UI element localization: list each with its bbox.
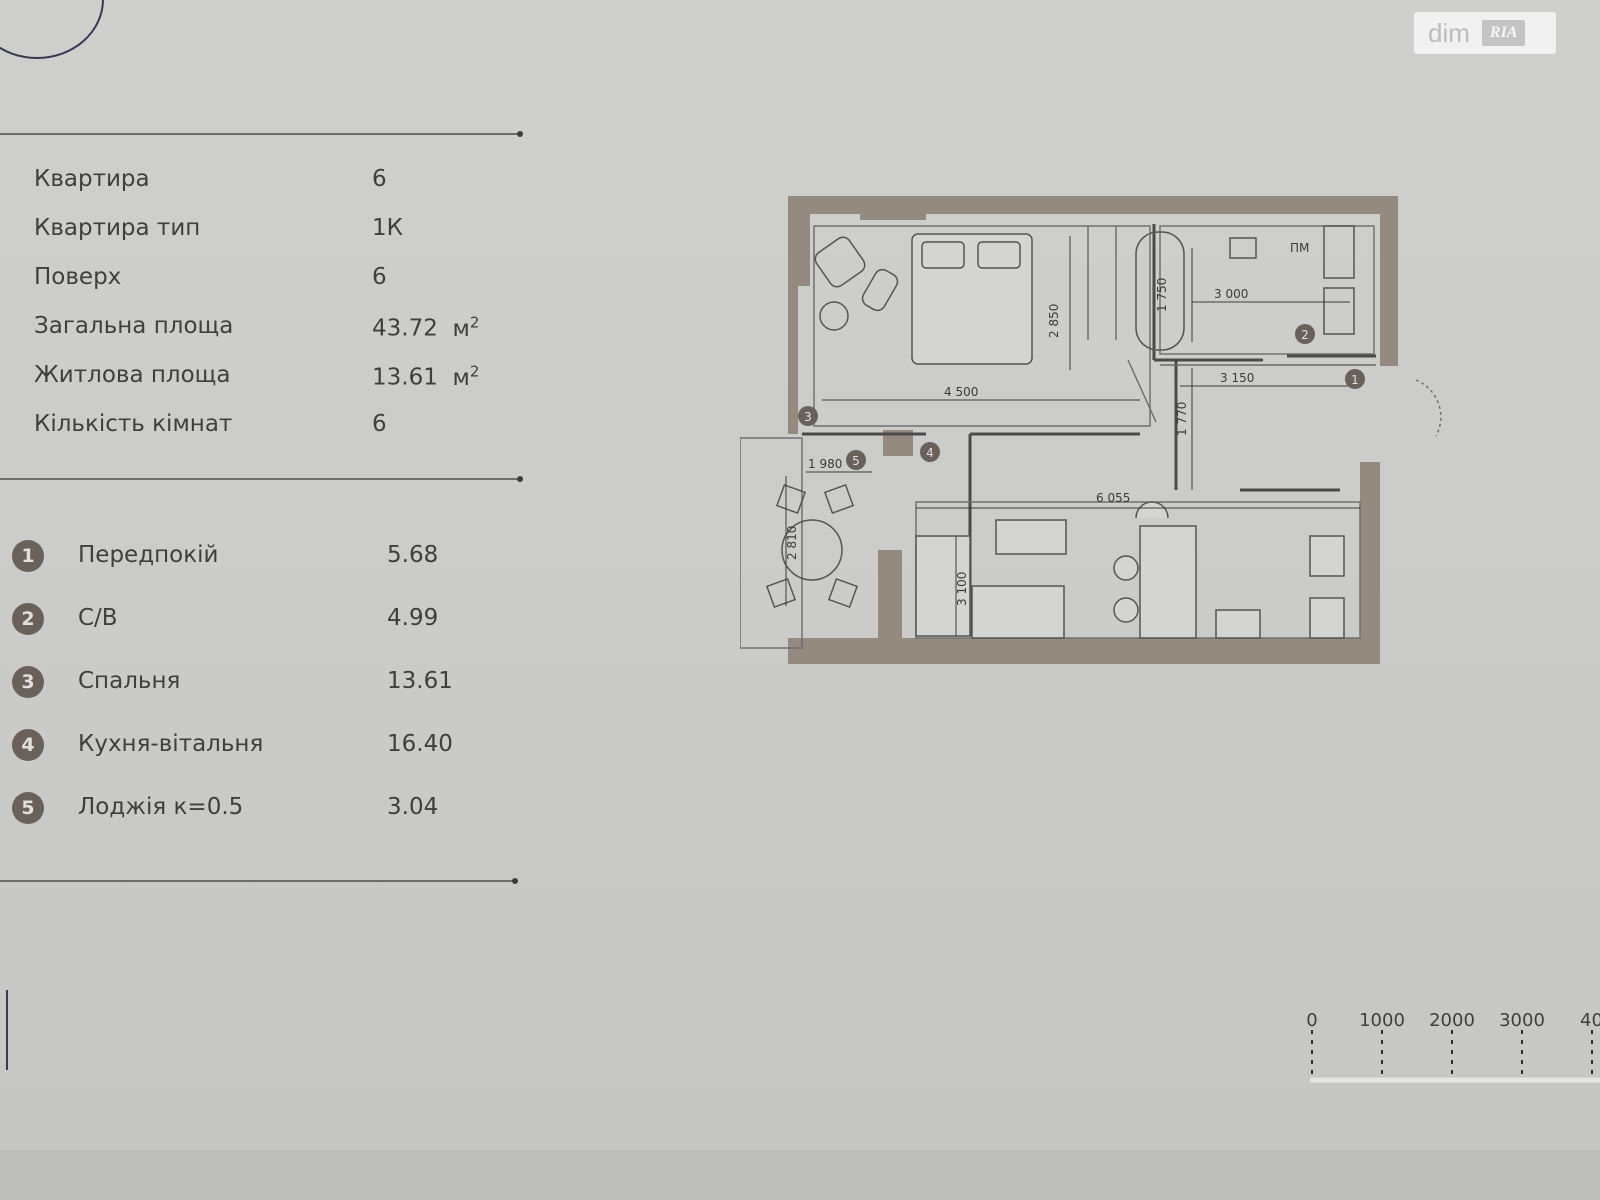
scale-label: 2000 [1429, 1010, 1475, 1031]
room-name: Передпокій [78, 542, 219, 568]
info-label: Кількість кімнат [34, 411, 233, 437]
info-value: 13.61 м2 [372, 362, 480, 391]
dim-bath-width: 3 000 [1214, 287, 1248, 301]
dim-living-depth: 3 100 [955, 572, 969, 606]
info-value: 6 [372, 264, 387, 290]
info-value: 1К [372, 215, 403, 241]
washer-label: ПМ [1290, 241, 1309, 255]
info-label: Загальна площа [34, 313, 234, 339]
dimria-watermark: dim RIA [1414, 12, 1556, 54]
info-label: Поверх [34, 264, 122, 290]
room-number-badge: 1 [12, 540, 44, 572]
edge-decoration [0, 990, 8, 1070]
dim-hall-depth: 1 770 [1175, 402, 1189, 436]
plan-linework [740, 225, 1442, 649]
floor-plan: 4 500 2 850 1 750 3 000 3 150 1 770 1 98… [740, 196, 1442, 664]
kitchen-living-furniture [915, 501, 1345, 639]
scale-label: 3000 [1499, 1010, 1545, 1031]
scale-label: 0 [1306, 1010, 1317, 1031]
room-marker-label: 1 [1351, 373, 1359, 387]
divider-bottom [0, 878, 518, 884]
loggia-table [765, 483, 859, 609]
room-marker-label: 3 [804, 410, 812, 424]
room-name: Кухня-вітальня [78, 731, 264, 757]
partitions [802, 224, 1376, 636]
info-label: Квартира [34, 166, 150, 192]
room-number-badge: 3 [12, 666, 44, 698]
room-area: 13.61 [387, 668, 453, 694]
info-label: Житлова площа [34, 362, 231, 388]
info-value: 43.72 м2 [372, 313, 480, 342]
room-number-badge: 5 [12, 792, 44, 824]
info-value: 6 [372, 411, 387, 437]
scale-label: 400 [1580, 1010, 1600, 1031]
dim-hall-width: 3 150 [1220, 371, 1254, 385]
dim-loggia-width: 1 980 [808, 457, 842, 471]
room-name: Спальня [78, 668, 181, 694]
info-label: Квартира тип [34, 215, 201, 241]
room-marker-label: 4 [926, 446, 934, 460]
dim-living-width: 6 055 [1096, 491, 1130, 505]
room-number-badge: 4 [12, 729, 44, 761]
room-number-badge: 2 [12, 603, 44, 635]
room-name: Лоджія к=0.5 [78, 794, 244, 820]
room-area: 5.68 [387, 542, 439, 568]
room-area: 3.04 [387, 794, 439, 820]
bed [911, 233, 1033, 365]
room-name: С/В [78, 605, 118, 631]
dim-bedroom-width: 4 500 [944, 385, 978, 399]
armchair [814, 236, 899, 331]
info-value: 6 [372, 166, 387, 192]
dim-bedroom-depth: 2 850 [1047, 304, 1061, 338]
bathtub [1135, 225, 1355, 351]
bottom-strip [0, 1150, 1600, 1200]
room-area: 4.99 [387, 605, 439, 631]
watermark-sub: RIA [1481, 20, 1526, 46]
room-marker-label: 2 [1301, 328, 1309, 342]
watermark-brand: dim [1428, 17, 1470, 48]
room-markers: 1 2 3 4 5 [798, 324, 1365, 470]
divider-middle [0, 476, 523, 482]
divider-top [0, 131, 523, 137]
dim-bath-depth: 1 750 [1155, 278, 1169, 312]
wall-outline [788, 196, 1398, 664]
dim-loggia-depth: 2 810 [785, 526, 799, 560]
scale-label: 1000 [1359, 1010, 1405, 1031]
scale-bar: 0 1000 2000 3000 400 [1306, 1010, 1600, 1083]
dimension-lines [785, 236, 1360, 636]
room-marker-label: 5 [852, 454, 860, 468]
room-area: 16.40 [387, 731, 453, 757]
